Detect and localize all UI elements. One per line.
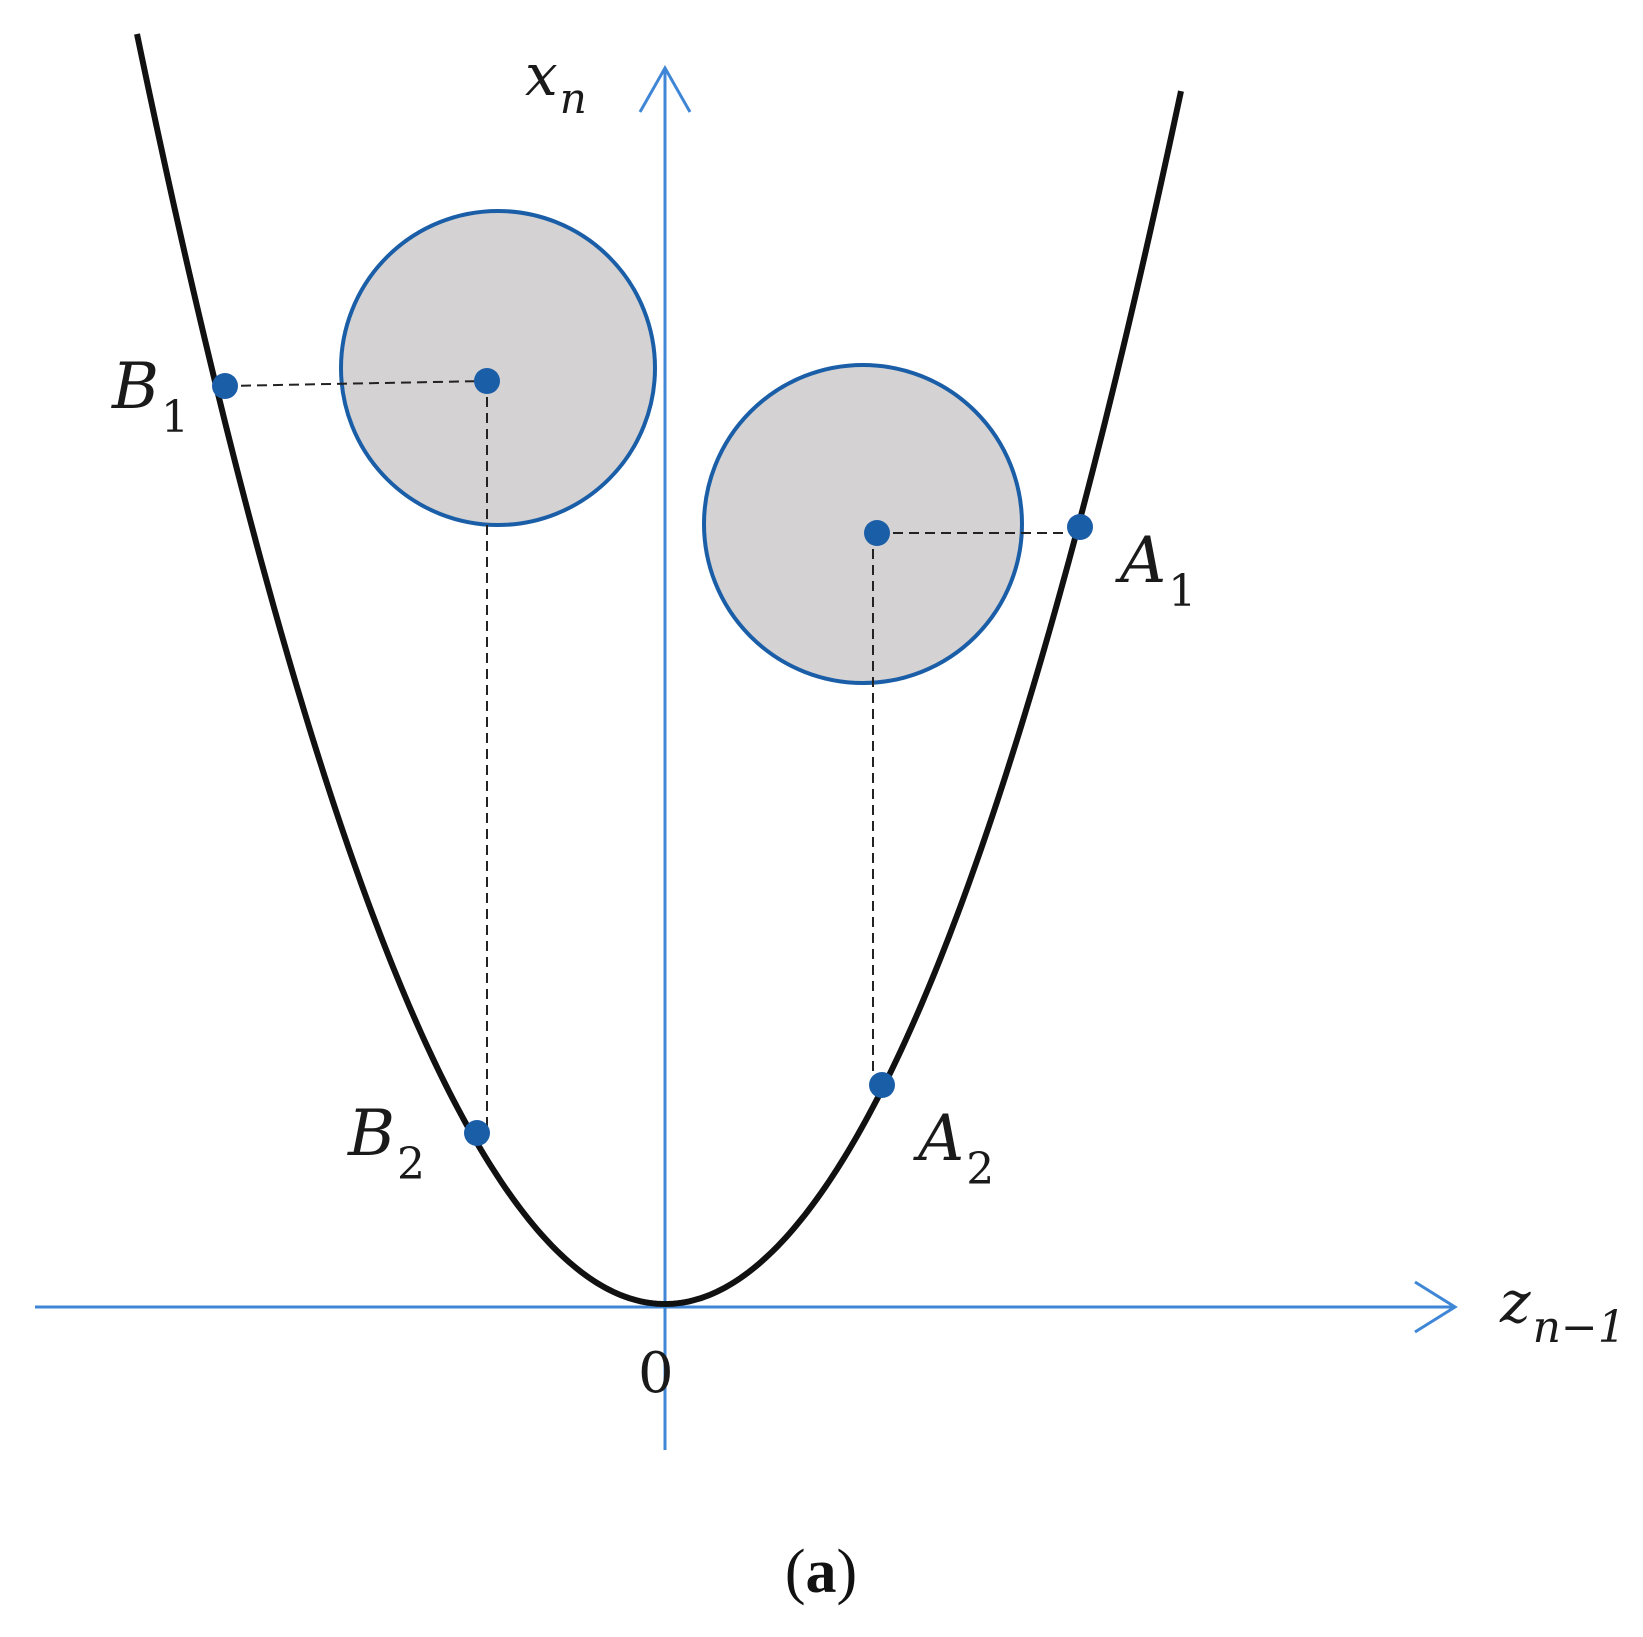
label-b1: B1 (111, 350, 189, 443)
axes (35, 64, 1458, 1450)
point-a2 (869, 1072, 895, 1098)
point-a1 (1067, 514, 1093, 540)
y-axis-label: xn (525, 41, 587, 123)
x-axis-label: zn−1 (1499, 1268, 1626, 1353)
upper-left-disk (339, 209, 657, 527)
right-disk (702, 363, 1024, 685)
horizontal-axis-arrowhead (1414, 1280, 1458, 1334)
point-b1 (212, 373, 238, 399)
label-b2: B2 (347, 1097, 425, 1190)
guide-b1-horizontal (224, 380, 488, 387)
label-a1: A1 (1115, 524, 1196, 617)
vertical-axis-arrowhead (638, 64, 692, 113)
point-b-center (474, 368, 500, 394)
label-a2: A2 (913, 1102, 994, 1195)
parabola-curve (134, 33, 1184, 1308)
figure-caption: (a) (785, 1538, 857, 1606)
origin-label: 0 (638, 1341, 674, 1406)
guide-lines (224, 380, 1080, 1134)
point-a-center (864, 520, 890, 546)
points (212, 368, 1093, 1146)
point-b2 (464, 1120, 490, 1146)
